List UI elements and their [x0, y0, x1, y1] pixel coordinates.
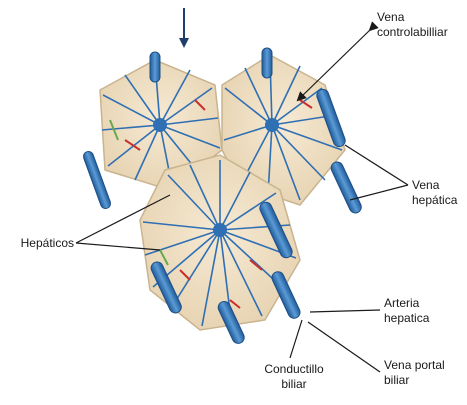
label-line: Arteria — [384, 296, 429, 311]
flow-arrow — [179, 8, 189, 48]
label-vena-hepatica: Vena hepática — [412, 178, 457, 208]
label-vena-centrolobulillar: Vena controlabilliar — [377, 10, 448, 40]
label-hepaticos: Hepáticos — [4, 236, 74, 251]
label-line: hepatica — [384, 311, 429, 326]
label-line: biliar — [384, 373, 445, 388]
label-vena-portal-biliar: Vena portal biliar — [384, 358, 445, 388]
label-arteria-hepatica: Arteria hepatica — [384, 296, 429, 326]
label-line: hepática — [412, 193, 457, 208]
central-vein-2 — [265, 118, 279, 132]
central-vein-3 — [213, 223, 227, 237]
label-line: Vena portal — [384, 358, 445, 373]
label-line: Vena — [412, 178, 457, 193]
label-line: Conductillo — [258, 362, 330, 377]
central-vein-1 — [153, 118, 167, 132]
label-line: Hepáticos — [4, 236, 74, 251]
label-conductillo-biliar: Conductillo biliar — [258, 362, 330, 392]
label-line: biliar — [258, 377, 330, 392]
label-line: Vena — [377, 10, 448, 25]
label-line: controlabilliar — [377, 25, 448, 40]
